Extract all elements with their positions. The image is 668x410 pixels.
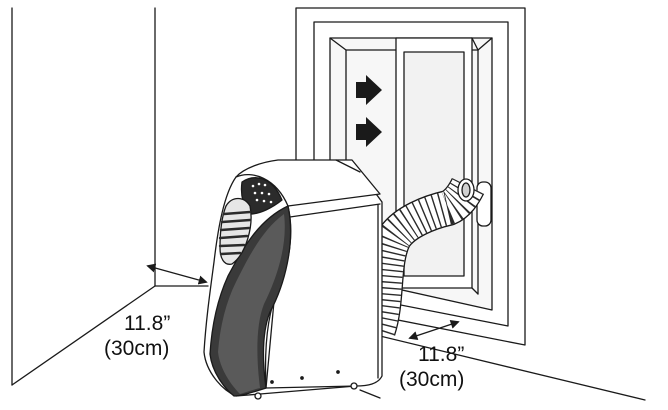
floor-left-line — [11, 285, 156, 386]
right-clearance-inches: 11.8” — [418, 343, 465, 366]
clearance-dimensions — [146, 263, 460, 341]
caster-wheel — [350, 382, 358, 390]
control-panel-lights — [251, 182, 273, 204]
right-arrow-icon — [356, 117, 382, 147]
right-clearance-arrow — [408, 319, 460, 341]
louvre-slats — [218, 210, 252, 256]
left-clearance-inches: 11.8” — [124, 312, 171, 335]
floor-right-line — [379, 335, 646, 401]
right-arrow-icon — [356, 75, 382, 105]
window-kit-bracket — [476, 181, 492, 227]
floor-under-unit-line — [359, 389, 381, 399]
ac-louvre-grille — [219, 197, 252, 265]
exhaust-hose — [360, 177, 485, 336]
left-clearance-arrow — [146, 263, 208, 285]
caster-wheel — [254, 392, 262, 400]
right-clearance-cm: (30cm) — [399, 368, 465, 391]
portable-ac-unit — [203, 159, 383, 400]
airflow-arrows — [356, 75, 382, 147]
room-outline — [11, 7, 646, 401]
left-clearance-cm: (30cm) — [104, 337, 170, 360]
